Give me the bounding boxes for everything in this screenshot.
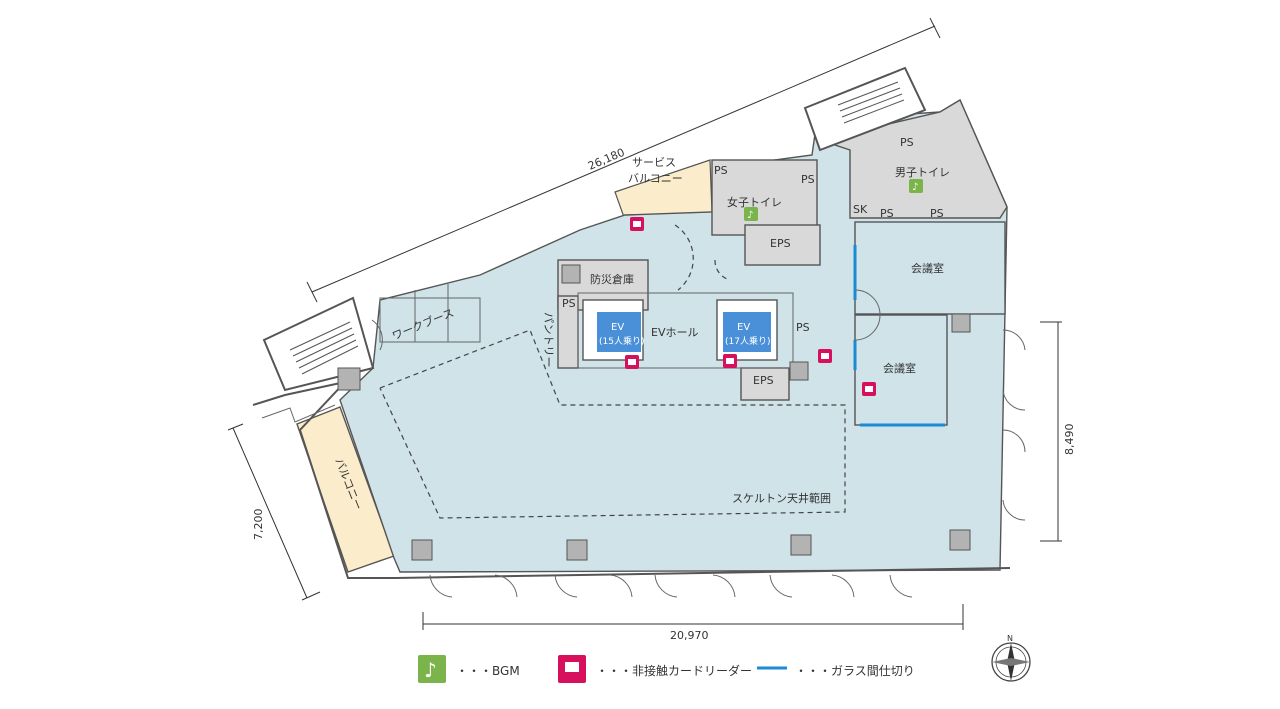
disaster-storage-label: 防災倉庫 bbox=[590, 272, 634, 286]
card-reader-icon bbox=[723, 354, 737, 368]
card-reader-icon bbox=[818, 349, 832, 363]
eps-top-label: EPS bbox=[770, 237, 791, 250]
dimension-top-label: 26,180 bbox=[586, 146, 627, 173]
skeleton-ceiling-label: スケルトン天井範囲 bbox=[732, 491, 831, 505]
service-balcony-label-2: バルコニー bbox=[628, 172, 683, 185]
womens-toilet-room bbox=[711, 159, 818, 236]
elevator-right-capacity: (17人乗り) bbox=[725, 335, 770, 347]
ps-label: PS bbox=[562, 297, 576, 310]
svg-text:♪: ♪ bbox=[424, 658, 437, 682]
column bbox=[337, 367, 361, 391]
dimension-bottom: 20,970 bbox=[422, 604, 964, 642]
womens-toilet-label: 女子トイレ bbox=[727, 195, 782, 209]
eps-bottom-room bbox=[740, 367, 790, 401]
eps-bottom-label: EPS bbox=[753, 374, 774, 387]
dimension-right-label: 8,490 bbox=[1063, 424, 1076, 456]
column bbox=[561, 264, 581, 284]
card-reader-icon bbox=[862, 382, 876, 396]
legend-glass-partition-text: ・・・ガラス間仕切り bbox=[795, 664, 915, 678]
elevator-left-label: EV bbox=[611, 322, 624, 333]
meeting-room-1-label: 会議室 bbox=[911, 261, 944, 275]
ev-hall-label: EVホール bbox=[651, 326, 698, 339]
column bbox=[789, 361, 809, 381]
bgm-icon: ♪ bbox=[909, 179, 923, 193]
svg-text:♪: ♪ bbox=[912, 182, 918, 193]
work-booth-area bbox=[379, 297, 481, 343]
ps-label: PS bbox=[801, 173, 815, 186]
legend-bgm-text: ・・・BGM bbox=[456, 664, 520, 678]
meeting-room-2-label: 会議室 bbox=[883, 361, 916, 375]
bgm-icon: ♪ bbox=[744, 207, 758, 221]
card-reader-icon bbox=[625, 355, 639, 369]
skeleton-ceiling-area bbox=[379, 329, 846, 519]
elevator-left bbox=[597, 312, 641, 352]
column bbox=[949, 529, 971, 551]
column bbox=[566, 539, 588, 561]
legend-bgm-icon bbox=[418, 655, 446, 683]
dimension-left-label: 7,200 bbox=[252, 509, 265, 541]
dimension-right: 8,490 bbox=[1040, 321, 1076, 542]
service-balcony-label-1: サービス bbox=[632, 156, 676, 169]
meeting-room-1 bbox=[854, 221, 1006, 315]
legend: ♪ ・・・BGM ・・・非接触カードリーダー ・・・ガラス間仕切り bbox=[418, 655, 915, 683]
legend-card-reader-text: ・・・非接触カードリーダー bbox=[596, 663, 752, 678]
eps-top-room bbox=[744, 224, 821, 266]
dimension-bottom-label: 20,970 bbox=[670, 629, 709, 642]
service-balcony bbox=[614, 159, 713, 221]
sk-label: SK bbox=[853, 203, 868, 216]
compass-north-label: N bbox=[1007, 634, 1013, 643]
ps-label: PS bbox=[714, 164, 728, 177]
stair-right bbox=[803, 66, 927, 152]
elevator-right-label: EV bbox=[737, 322, 750, 333]
pantry-label: パントリー bbox=[542, 312, 555, 368]
ps-label: PS bbox=[796, 321, 810, 334]
elevator-right bbox=[723, 312, 771, 352]
mens-toilet-label: 男子トイレ bbox=[895, 166, 950, 179]
elevator-left-capacity: (15人乗り) bbox=[599, 335, 644, 347]
ps-label: PS bbox=[930, 207, 944, 220]
dimension-left: 7,200 bbox=[227, 423, 321, 601]
svg-text:♪: ♪ bbox=[747, 210, 753, 221]
ps-label: PS bbox=[880, 207, 894, 220]
column bbox=[790, 534, 812, 556]
card-reader-icon bbox=[630, 217, 644, 231]
compass-icon: N bbox=[991, 634, 1031, 682]
column bbox=[951, 313, 971, 333]
ps-label: PS bbox=[900, 136, 914, 149]
column bbox=[411, 539, 433, 561]
